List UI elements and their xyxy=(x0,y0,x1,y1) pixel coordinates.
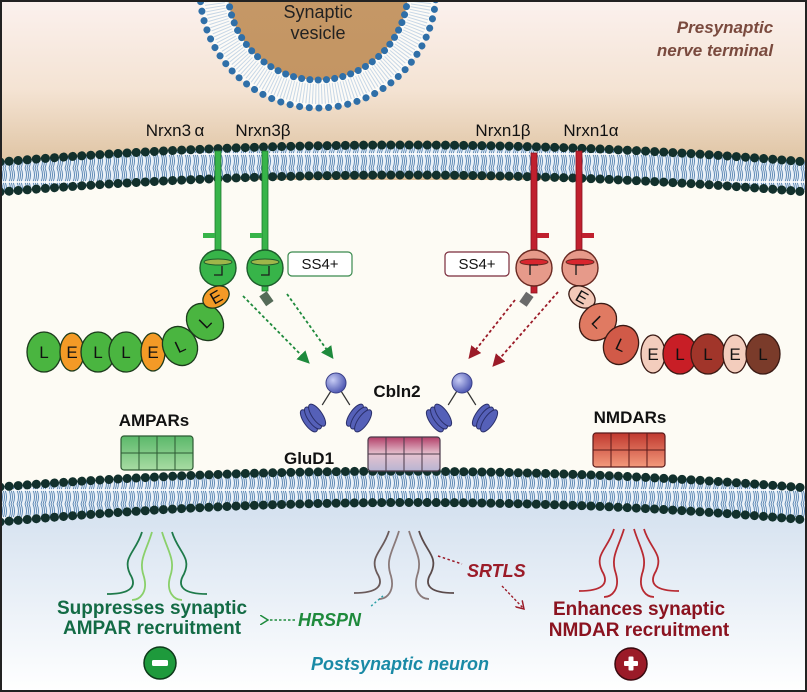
nrxn3a-domain-l: L xyxy=(161,325,199,367)
svg-text:L: L xyxy=(703,345,712,364)
ss4-box-left xyxy=(287,251,353,277)
c-tail xyxy=(171,531,208,595)
cbln2-complex xyxy=(299,372,499,433)
cbln2-c1q-domain xyxy=(425,382,463,433)
plus-icon xyxy=(614,647,648,681)
nrxn3a-domain-l: L xyxy=(185,302,225,342)
c-tail xyxy=(603,528,625,598)
vesicle-label-line1: Synaptic xyxy=(283,2,352,22)
enhance-text-line2: NMDAR recruitment xyxy=(549,620,730,641)
c-tail xyxy=(633,528,655,598)
cbln2-label: Cbln2 xyxy=(373,382,420,401)
suppress-text-line1: Suppresses synaptic xyxy=(57,598,248,619)
hrspn-label: HRSPN xyxy=(298,610,362,630)
presynaptic-label-line1: Presynaptic xyxy=(677,18,774,37)
svg-text:E: E xyxy=(729,345,740,364)
ss4-box-right xyxy=(444,251,510,277)
cbln2-cbln-domain xyxy=(451,372,473,394)
nmdar-receptor xyxy=(592,432,666,468)
nrxn3b-protein xyxy=(246,150,284,307)
nrxn1a-domain-l: L xyxy=(745,333,781,375)
c-tail xyxy=(578,528,615,592)
c-tail xyxy=(643,528,680,592)
cbln2-c1q-domain xyxy=(299,382,337,433)
c-tail xyxy=(161,531,183,601)
c-tail xyxy=(353,530,390,594)
svg-text:L: L xyxy=(758,345,767,364)
minus-icon xyxy=(143,646,177,680)
suppress-text-line2: AMPAR recruitment xyxy=(63,618,242,639)
arrow-nrxn3a-to-cbln2 xyxy=(242,295,310,364)
nrxn3a-domain-l: L xyxy=(108,331,144,373)
nrxn3a-domain-e: E xyxy=(140,332,166,372)
nmdars-label: NMDARs xyxy=(594,408,667,427)
enhance-text-line1: Enhances synaptic xyxy=(553,599,726,620)
c-tail xyxy=(106,531,143,595)
nrxn1a-domain-e: E xyxy=(568,285,596,309)
nrxn3b-label: Nrxn3β xyxy=(235,121,290,140)
ampar-receptor xyxy=(120,435,194,471)
srtls-label: SRTLS xyxy=(467,561,526,581)
srtls-connector xyxy=(437,555,463,565)
c-tail xyxy=(378,530,400,600)
svg-text:L: L xyxy=(39,343,48,362)
postsynaptic-label: Postsynaptic neuron xyxy=(311,654,489,674)
arrow-nrxn1b-to-cbln2 xyxy=(468,299,516,359)
receptor-c-tails xyxy=(106,528,680,601)
glud1-receptor xyxy=(367,436,441,472)
nrxn3a-domain-l: L xyxy=(26,331,62,373)
nrxn3a-domain-e: E xyxy=(202,285,230,309)
c-tail xyxy=(418,530,455,594)
nrxn3a-domain-l: L xyxy=(80,331,116,373)
postsynaptic-region xyxy=(0,500,807,692)
nrxn3a-label: Nrxn3 α xyxy=(146,121,205,140)
nrxn1a-domain-l: L xyxy=(690,333,726,375)
hrspn-connector xyxy=(369,595,384,608)
c-tail xyxy=(131,531,153,601)
svg-text:E: E xyxy=(147,343,158,362)
c-tail xyxy=(408,530,430,600)
synaptic-vesicle xyxy=(196,0,440,112)
ss4-label-left: SS4+ xyxy=(301,256,338,273)
svg-text:E: E xyxy=(647,345,658,364)
nrxn1a-label: Nrxn1α xyxy=(563,121,618,140)
vesicle-label-line2: vesicle xyxy=(290,23,345,43)
glud1-label: GluD1 xyxy=(284,449,334,468)
ss4-label-right: SS4+ xyxy=(458,256,495,273)
cbln2-c1q-domain xyxy=(461,382,499,433)
nrxn1a-domain-e: E xyxy=(722,334,748,374)
nrxn1b-protein xyxy=(515,152,553,307)
nrxn1a-domain-l: L xyxy=(602,324,640,366)
arrow-nrxn3b-to-cbln2 xyxy=(286,293,334,360)
svg-text:L: L xyxy=(121,343,130,362)
presynaptic-membrane xyxy=(0,140,807,197)
svg-text:L: L xyxy=(93,343,102,362)
srtls-arrow xyxy=(501,585,524,609)
svg-text:L: L xyxy=(675,345,684,364)
presynaptic-label-line2: nerve terminal xyxy=(657,41,774,60)
nrxn1b-label: Nrxn1β xyxy=(475,121,530,140)
cbln2-cbln-domain xyxy=(325,372,347,394)
svg-text:E: E xyxy=(66,343,77,362)
nrxn3a-protein xyxy=(199,150,237,287)
nrxn1a-protein xyxy=(561,150,599,287)
ampars-label: AMPARs xyxy=(119,411,190,430)
nrxn1a-domain-e: E xyxy=(640,334,666,374)
